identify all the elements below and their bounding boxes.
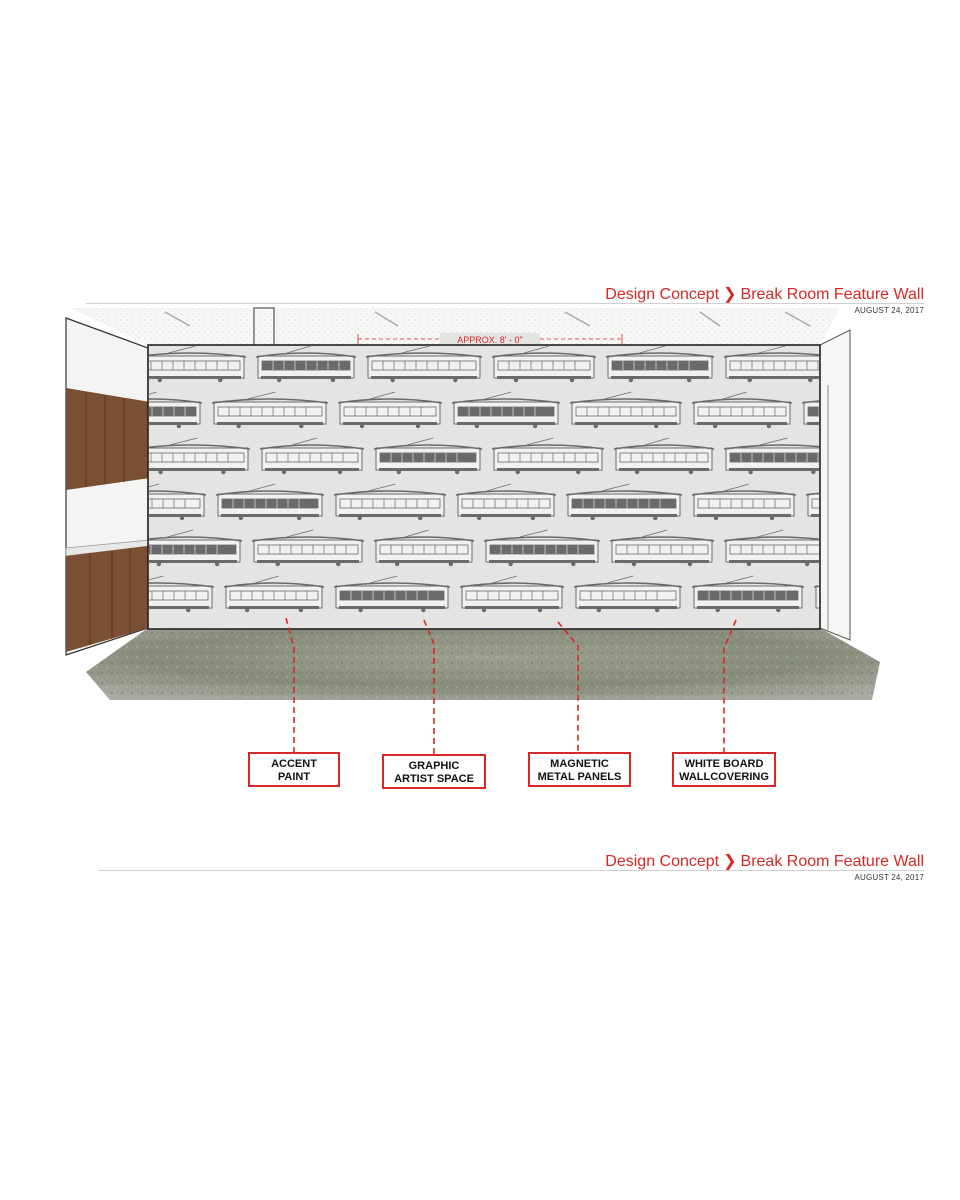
ceiling-light [784, 311, 811, 327]
page-name: Break Room Feature Wall [740, 853, 924, 870]
trolley-car [451, 391, 561, 429]
ceiling-light [164, 311, 191, 327]
leader-graphic-artist [423, 619, 435, 754]
trolley-car [333, 575, 451, 613]
trolley-car [149, 575, 215, 613]
leader-white-board [723, 619, 737, 752]
header-date: AUGUST 24, 2017 [854, 873, 924, 882]
trolley-car [365, 346, 483, 383]
trolley-car [215, 483, 325, 521]
trolley-car [255, 346, 357, 383]
ceiling-light [564, 311, 591, 327]
trolley-car [223, 575, 325, 613]
floor-texture [86, 628, 880, 700]
trolley-car [337, 391, 443, 429]
trolley-car [459, 575, 565, 613]
leader-magnetic-panels [557, 621, 579, 752]
header-date: AUGUST 24, 2017 [854, 306, 924, 315]
trolley-wallcovering [149, 346, 819, 613]
header-title: Design Concept❯Break Room Feature Wall [605, 284, 924, 304]
break-room-rendering: APPROX. 8' - 0" [65, 307, 880, 754]
trolley-car [333, 483, 447, 521]
trolley-car [605, 346, 715, 383]
callout-line: WALLCOVERING [679, 771, 769, 783]
trolley-car [149, 346, 247, 383]
trolley-car [251, 529, 365, 567]
lower-cabinets [66, 546, 148, 652]
trolley-car [691, 391, 793, 429]
callout-graphic-artist-space: GRAPHIC ARTIST SPACE [382, 754, 486, 789]
trolley-car [723, 529, 819, 567]
callout-leaders [285, 617, 737, 754]
chevron-right-icon: ❯ [723, 286, 737, 303]
page-name: Break Room Feature Wall [740, 286, 924, 303]
callout-white-board-wallcovering: WHITE BOARD WALLCOVERING [672, 752, 776, 787]
trolley-car [569, 391, 683, 429]
trolley-car [613, 437, 715, 475]
trolley-car [565, 483, 683, 521]
trolley-car [211, 391, 329, 429]
trolley-car [259, 437, 365, 475]
trolley-car [813, 585, 819, 609]
trolley-car [723, 437, 819, 475]
callout-line: PAINT [277, 771, 311, 783]
ceiling [70, 308, 840, 345]
ceiling-light [699, 311, 721, 327]
right-wall [819, 329, 851, 641]
callout-accent-paint: ACCENT PAINT [248, 752, 340, 787]
page-header-bottom: Design Concept❯Break Room Feature Wall A… [605, 851, 924, 882]
trolley-car [609, 529, 715, 567]
trolley-car [149, 483, 207, 521]
dimension-line: APPROX. 8' - 0" [357, 333, 623, 345]
callout-line: ARTIST SPACE [394, 773, 474, 785]
trolley-car [491, 437, 605, 475]
trolley-car [149, 391, 203, 429]
trolley-car [491, 346, 597, 383]
callout-magnetic-metal-panels: MAGNETIC METAL PANELS [528, 752, 631, 787]
header-rule-bottom [98, 870, 924, 871]
trolley-car [573, 575, 683, 613]
callout-line: GRAPHIC [408, 760, 460, 772]
header-title: Design Concept❯Break Room Feature Wall [605, 851, 924, 871]
section-name: Design Concept [605, 853, 720, 870]
trolley-car [691, 483, 797, 521]
trolley-car [723, 346, 819, 383]
trolley-car [373, 529, 475, 567]
trolley-car [483, 529, 601, 567]
leader-accent-paint [285, 617, 295, 752]
trolley-car [691, 575, 805, 613]
chevron-right-icon: ❯ [723, 853, 737, 870]
trolley-car [149, 437, 251, 475]
callout-line: ACCENT [271, 758, 317, 770]
header-rule-top [86, 303, 924, 304]
page-header-top: Design Concept❯Break Room Feature Wall A… [605, 284, 924, 315]
section-name: Design Concept [605, 286, 720, 303]
trolley-car [801, 400, 819, 425]
trolley-car [149, 529, 243, 567]
ceiling-light [374, 311, 399, 327]
callout-line: WHITE BOARD [684, 758, 764, 770]
callout-line: MAGNETIC [550, 758, 609, 770]
upper-cabinets [66, 388, 150, 490]
trolley-car [455, 483, 557, 521]
dimension-text: APPROX. 8' - 0" [457, 335, 522, 345]
trolley-car [373, 437, 483, 475]
trolley-car [805, 492, 819, 517]
callout-line: METAL PANELS [537, 771, 622, 783]
